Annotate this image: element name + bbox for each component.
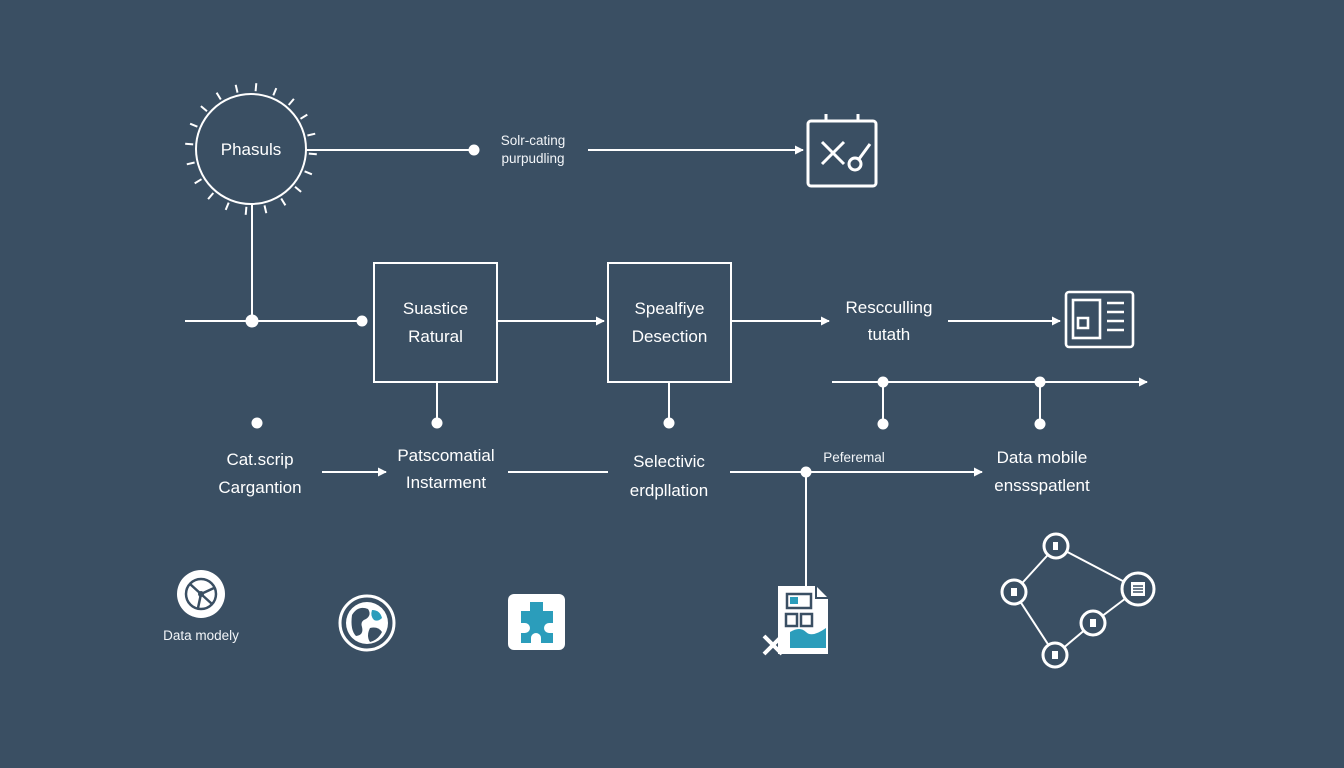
sun-ray (194, 178, 203, 185)
data-mobile-label: Data mobile enssspatlent (982, 444, 1102, 500)
sun-ray (304, 170, 313, 176)
catscrip-line-1: Cat.scrip (226, 450, 294, 469)
spreadsheet-document-icon[interactable] (762, 586, 828, 656)
peferemal-label: Peferemal (823, 450, 885, 465)
data-mobile-line-2: enssspatlent (994, 476, 1090, 496)
globe-icon[interactable] (338, 594, 396, 652)
junction-dots (245, 144, 1046, 478)
sun-ray (186, 161, 195, 166)
top-note-label: Solr-cating purpudling (478, 132, 588, 168)
selectivic-label: Selectivic erdpllation (610, 448, 728, 506)
sun-ray (272, 87, 278, 96)
patscomatial-line-1: Patscomatial (397, 446, 495, 465)
network-graph-icon[interactable] (1000, 532, 1156, 669)
catscrip-label: Cat.scrip Cargantion (200, 446, 320, 502)
data-mobile-line-1: Data mobile (996, 448, 1088, 467)
sun-ray (215, 92, 222, 101)
suastice-line-1: Suastice (402, 299, 469, 319)
suastice-line-2: Ratural (408, 326, 463, 346)
sun-ray (234, 84, 239, 93)
sun-ray (294, 185, 302, 193)
selectivic-line-2: erdpllation (629, 480, 709, 500)
patscomatial-label: Patscomatial Instarment (386, 442, 506, 496)
sun-ray (280, 197, 287, 206)
resculling-line-1: Rescculling (845, 298, 933, 317)
phasuls-label: Phasuls (220, 140, 282, 159)
document-panel-icon[interactable] (1064, 290, 1135, 349)
spealfiye-line-2: Desection (631, 326, 708, 346)
patscomatial-line-2: Instarment (405, 473, 487, 493)
tools-box-icon[interactable] (806, 114, 878, 188)
sun-ray (308, 152, 317, 156)
sun-ray (287, 98, 295, 106)
suastice-box[interactable]: Suastice Ratural (373, 262, 498, 383)
resculling-line-2: tutath (867, 325, 911, 345)
catscrip-line-2: Cargantion (218, 478, 302, 498)
phasuls-sun-node[interactable] (185, 83, 317, 215)
sun-ray (200, 105, 208, 113)
sun-ray (224, 202, 230, 211)
sun-ray (263, 205, 268, 214)
data-wheel-icon[interactable] (177, 570, 225, 618)
spealfiye-box[interactable]: Spealfiye Desection (607, 262, 732, 383)
top-note-line-1: Solr-cating (500, 133, 566, 148)
sun-ray (307, 132, 316, 137)
sun-ray (185, 142, 194, 146)
spealfiye-line-1: Spealfiye (634, 299, 705, 319)
resculling-label: Rescculling tutath (830, 294, 948, 348)
puzzle-icon[interactable] (508, 594, 565, 650)
sun-ray (207, 192, 215, 200)
sun-ray (189, 122, 198, 128)
sun-ray (299, 113, 308, 120)
top-note-line-2: purpudling (501, 151, 565, 167)
sun-ray (244, 206, 248, 215)
data-modely-label: Data modely (163, 628, 239, 643)
selectivic-line-1: Selectivic (633, 452, 705, 471)
sun-ray (254, 83, 258, 92)
